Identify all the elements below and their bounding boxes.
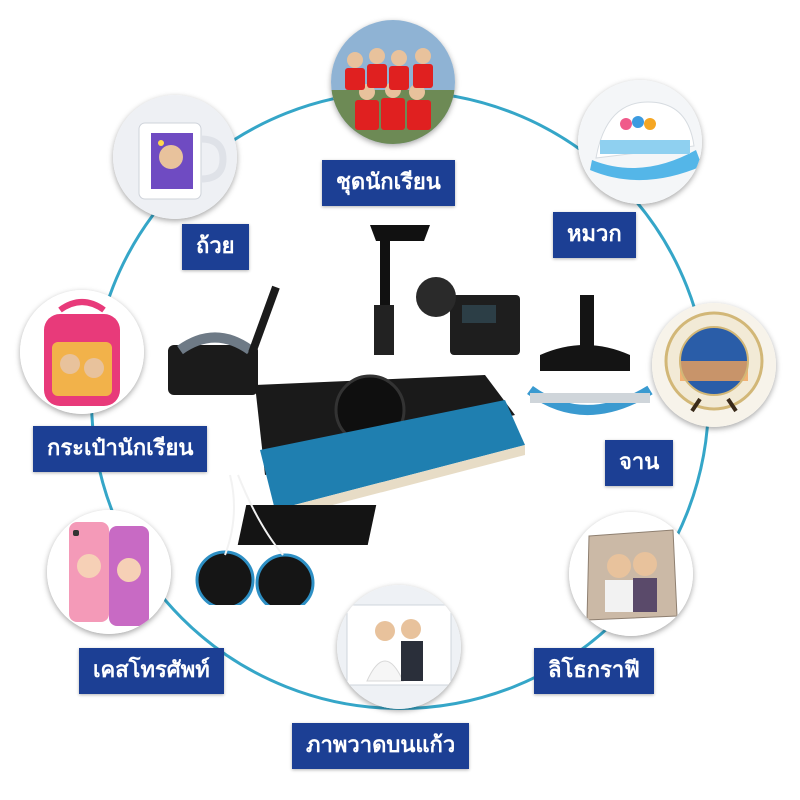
label-phone-case: เคสโทรศัพท์ — [79, 648, 224, 694]
mug-press-attachment — [168, 285, 280, 395]
backpack-photo — [20, 290, 144, 414]
mug-photo — [113, 95, 237, 219]
glass-photo — [337, 585, 461, 709]
label-uniform: ชุดนักเรียน — [322, 160, 455, 206]
plate-photo — [652, 303, 776, 427]
label-plate: จาน — [605, 440, 674, 486]
phone-case-photo — [47, 510, 171, 634]
label-mug: ถ้วย — [182, 224, 249, 270]
heat-press-machine — [160, 205, 660, 605]
label-cap: หมวก — [553, 212, 636, 258]
uniform-photo — [331, 20, 455, 144]
label-backpack: กระเป๋านักเรียน — [33, 426, 208, 472]
lithograph-photo — [569, 512, 693, 636]
label-glass: ภาพวาดบนแก้ว — [292, 723, 470, 769]
cap-photo — [578, 80, 702, 204]
label-lithograph: ลิโธกราฟี — [534, 648, 654, 694]
